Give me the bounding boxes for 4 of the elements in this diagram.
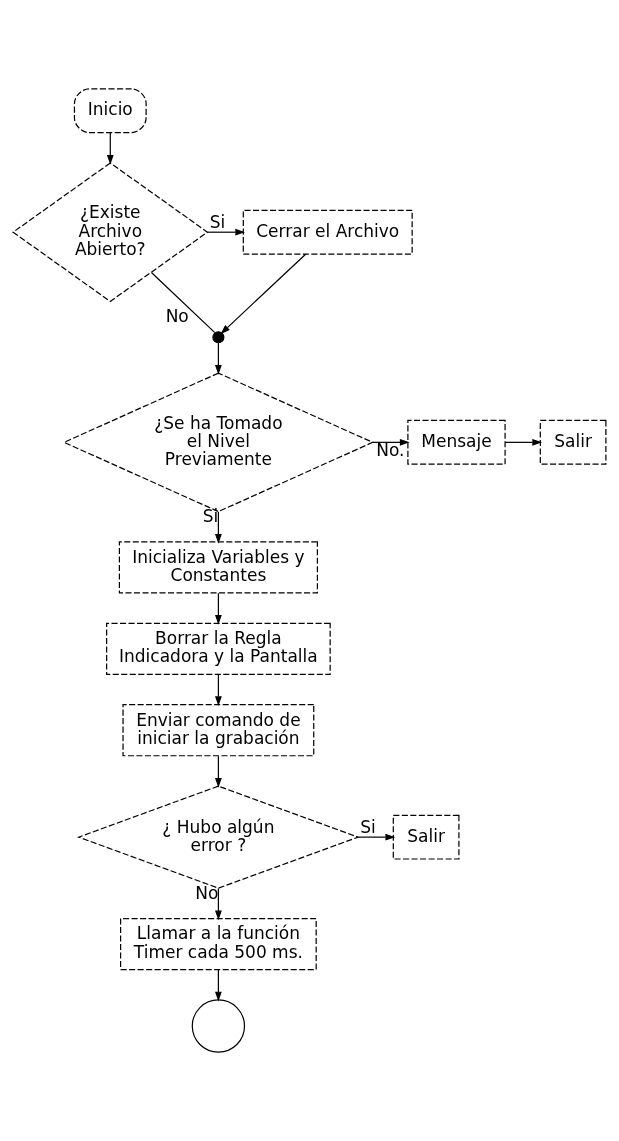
edge-label: No <box>165 305 189 326</box>
edge-label: Si <box>209 211 226 232</box>
edge-label: Si <box>360 816 376 837</box>
edge-label: No. <box>376 439 405 460</box>
